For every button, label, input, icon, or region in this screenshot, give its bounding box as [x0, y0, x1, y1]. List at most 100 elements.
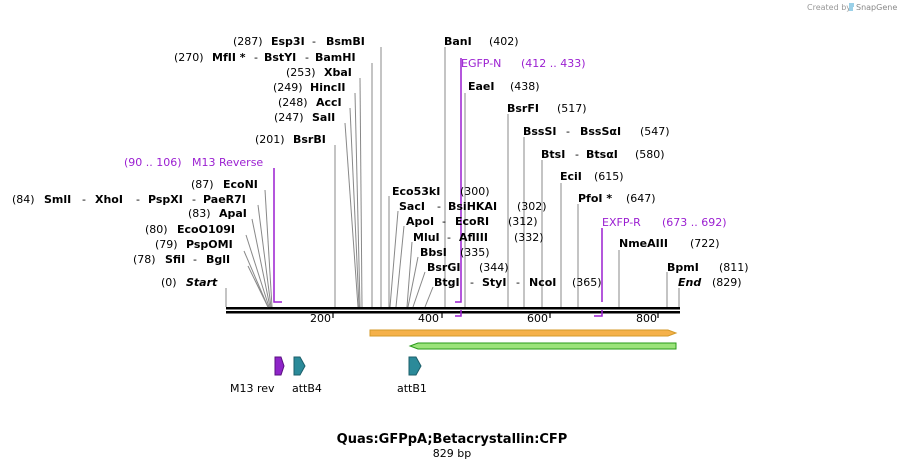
svg-text:EGFP-N: EGFP-N: [461, 57, 501, 70]
primer-label-egfp-n: EGFP-N (412 .. 433): [461, 57, 586, 70]
m13-rev-label: M13 rev: [230, 382, 275, 395]
svg-text:(78): (78): [133, 253, 156, 266]
site-label-pfoi: PfoI * (647): [578, 192, 656, 205]
svg-text:PspOMI: PspOMI: [186, 238, 233, 251]
svg-text:(302): (302): [517, 200, 547, 213]
svg-text:-: -: [575, 148, 579, 161]
svg-text:Esp3I: Esp3I: [271, 35, 305, 48]
ruler-top-line: [226, 307, 680, 310]
svg-text:(248): (248): [278, 96, 308, 109]
svg-text:MluI: MluI: [413, 231, 440, 244]
site-line-pspomi: [243, 250, 269, 308]
site-label-bsssi: BssSI - BssSαI (547): [523, 125, 670, 138]
svg-text:AccI: AccI: [316, 96, 342, 109]
ruler-bottom-line: [226, 311, 680, 314]
svg-text:PaeR7I: PaeR7I: [203, 193, 246, 206]
svg-text:BsmBI: BsmBI: [326, 35, 365, 48]
site-label-btgi: BtgI - StyI - NcoI (365): [434, 276, 602, 289]
svg-text:SfiI: SfiI: [165, 253, 185, 266]
svg-text:PfoI *: PfoI *: [578, 192, 612, 205]
site-line-bbsi: [407, 256, 419, 308]
svg-text:(829): (829): [712, 276, 742, 289]
svg-text:(673 .. 692): (673 .. 692): [662, 216, 727, 229]
svg-text:-: -: [193, 253, 197, 266]
site-label-mlui: MluI - AflIII (332): [413, 231, 544, 244]
svg-text:-: -: [136, 193, 140, 206]
attb1-arrow: [408, 356, 422, 376]
attb4-label: attB4: [292, 382, 322, 395]
m13-rev-feature: [274, 356, 285, 376]
svg-text:StyI: StyI: [482, 276, 506, 289]
svg-text:-: -: [312, 35, 316, 48]
svg-text:(80): (80): [145, 223, 168, 236]
svg-text:M13 Reverse: M13 Reverse: [192, 156, 263, 169]
svg-text:(270): (270): [174, 51, 204, 64]
construct-title: Quas:GFPpA;Betacrystallin:CFP: [337, 432, 568, 447]
svg-text:(253): (253): [286, 66, 316, 79]
svg-text:BsrGI: BsrGI: [427, 261, 460, 274]
svg-text:(438): (438): [510, 80, 540, 93]
site-label-xbai: (253) XbaI: [286, 66, 352, 79]
svg-text:SalI: SalI: [312, 111, 335, 124]
svg-text:(332): (332): [514, 231, 544, 244]
svg-text:(547): (547): [640, 125, 670, 138]
primer-label-exfp-r: EXFP-R (673 .. 692): [602, 216, 727, 229]
svg-text:-: -: [442, 215, 446, 228]
site-line-apai: [251, 218, 271, 308]
svg-text:(365): (365): [572, 276, 602, 289]
svg-text:(517): (517): [557, 102, 587, 115]
svg-text:(722): (722): [690, 237, 720, 250]
site-line-mlui: [406, 241, 413, 308]
svg-text:(201): (201): [255, 133, 285, 146]
svg-text:EaeI: EaeI: [468, 80, 495, 93]
site-label-bsrgi: BsrGI (344): [427, 261, 509, 274]
construct-length: 829 bp: [433, 447, 471, 460]
svg-text:(412 .. 433): (412 .. 433): [521, 57, 586, 70]
svg-text:-: -: [437, 200, 441, 213]
svg-text:BbsI: BbsI: [420, 246, 447, 259]
svg-text:EcoO109I: EcoO109I: [177, 223, 235, 236]
svg-text:BsiHKAI: BsiHKAI: [448, 200, 497, 213]
svg-text:EciI: EciI: [560, 170, 582, 183]
tick-label-600: 600: [527, 312, 548, 325]
svg-text:(615): (615): [594, 170, 624, 183]
svg-text:ApaI: ApaI: [219, 207, 247, 220]
svg-text:BamHI: BamHI: [315, 51, 356, 64]
site-label-ecoo109i: (80) EcoO109I: [145, 223, 235, 236]
site-line-bsrgi: [412, 271, 426, 308]
site-label-smli: (84) SmlI - XhoI - PspXI - PaeR7I: [12, 193, 246, 206]
attb1-label: attB1: [397, 382, 427, 395]
site-line-ecoo109i: [245, 234, 270, 308]
svg-text:-: -: [447, 231, 451, 244]
tick-label-800: 800: [636, 312, 657, 325]
svg-text:AflIII: AflIII: [459, 231, 488, 244]
svg-text:BssSαI: BssSαI: [580, 125, 621, 138]
svg-text:(647): (647): [626, 192, 656, 205]
site-label-pspomi: (79) PspOMI: [155, 238, 233, 251]
svg-text:BstYI: BstYI: [264, 51, 296, 64]
site-label-btsi: BtsI - BtsαI (580): [541, 148, 665, 161]
svg-text:End: End: [678, 276, 701, 289]
site-label-sfii: (78) SfiI - BglI: [133, 253, 230, 266]
site-label-bsrbi: (201) BsrBI: [255, 133, 326, 146]
green-feature-arrow: [408, 342, 677, 350]
site-label-apoi: ApoI - EcoRI (312): [406, 215, 538, 228]
site-label-hincii: (249) HincII: [273, 81, 346, 94]
snapgene-logo: [849, 3, 854, 11]
svg-text:SacI: SacI: [399, 200, 425, 213]
tick-label-200: 200: [310, 312, 331, 325]
svg-text:-: -: [192, 193, 196, 206]
svg-text:(79): (79): [155, 238, 178, 251]
site-label-end: End (829): [678, 276, 742, 289]
svg-text:BssSI: BssSI: [523, 125, 557, 138]
site-label-bpmi: BpmI (811): [667, 261, 749, 274]
attb4-feature: [293, 356, 306, 376]
snapgene-brand: SnapGene: [856, 3, 897, 12]
svg-text:(287): (287): [233, 35, 263, 48]
site-label-saci: SacI - BsiHKAI (302): [399, 200, 547, 213]
svg-text:NmeAIII: NmeAIII: [619, 237, 668, 250]
orange-feature-arrow: [369, 329, 678, 337]
svg-text:BtsαI: BtsαI: [586, 148, 618, 161]
svg-text:(84): (84): [12, 193, 35, 206]
